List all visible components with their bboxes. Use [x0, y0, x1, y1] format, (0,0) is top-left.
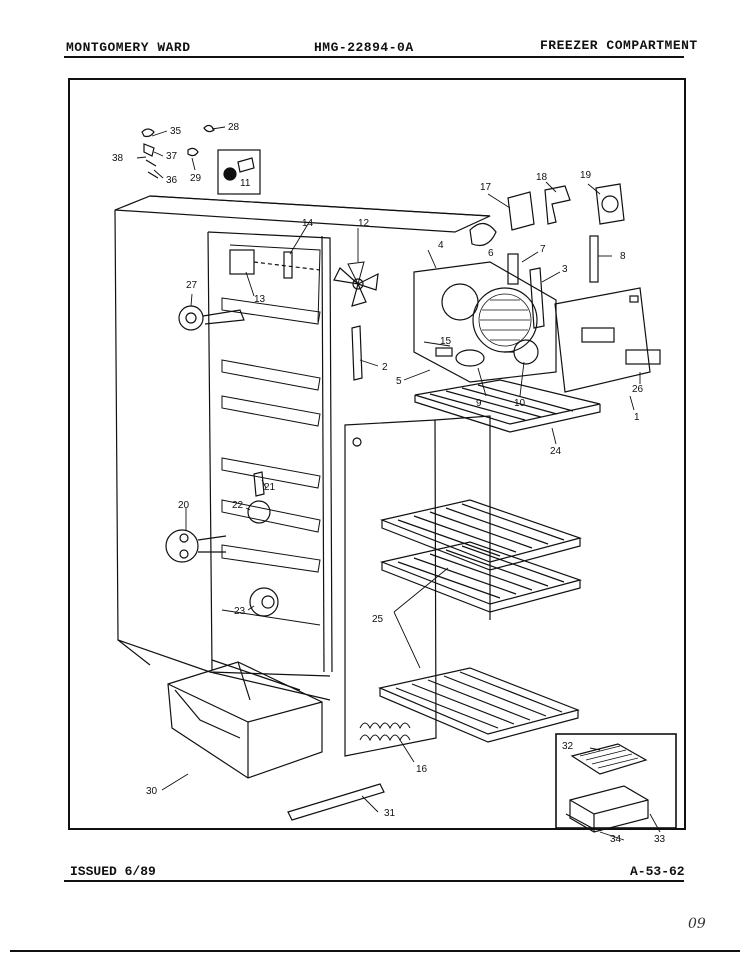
wire-shelf-upper: [379, 499, 583, 571]
callout-29: 29: [190, 173, 202, 184]
callout-leaders: [136, 126, 661, 841]
callout-38: 38: [112, 153, 124, 164]
callout-2: 2: [382, 362, 388, 373]
callout-16: 16: [416, 764, 428, 775]
callout-13: 13: [254, 294, 266, 305]
callout-8: 8: [620, 251, 626, 262]
callout-10: 10: [514, 398, 526, 409]
callout-31: 31: [384, 808, 396, 819]
grille-strip: [287, 783, 385, 821]
inset-box: [555, 733, 677, 833]
header-rule: [64, 56, 684, 58]
callout-22: 22: [232, 500, 244, 511]
callout-27: 27: [186, 280, 198, 291]
fan-blade: [333, 261, 379, 307]
callout-23: 23: [234, 606, 246, 617]
bushing: [249, 587, 279, 617]
callout-15: 15: [440, 336, 452, 347]
callout-33: 33: [654, 834, 666, 845]
fan-motor: [229, 249, 321, 279]
callout-37: 37: [166, 151, 178, 162]
callout-36: 36: [166, 175, 178, 186]
cabinet-liner-rails: [221, 244, 321, 626]
callout-1: 1: [634, 412, 640, 423]
callout-3: 3: [562, 264, 568, 275]
callout-6: 6: [488, 248, 494, 259]
model-number: HMG-22894-0A: [314, 40, 414, 55]
callout-34: 34: [610, 834, 622, 845]
callout-32: 32: [562, 741, 574, 752]
callout-5: 5: [396, 376, 402, 387]
wire-shelf-middle: [379, 541, 583, 613]
callout-25: 25: [372, 614, 384, 625]
evaporator-cover: [413, 261, 557, 383]
callout-19: 19: [580, 170, 592, 181]
section-title: FREEZER COMPARTMENT: [540, 38, 698, 53]
callout-12: 12: [358, 218, 370, 229]
small-parts-right: [469, 183, 625, 329]
ice-bin: [167, 661, 323, 779]
callout-21: 21: [264, 482, 276, 493]
page-reference: A-53-62: [630, 864, 685, 879]
callout-labels: 35 28 38 37 36 29 11 17 18 19 14 12 4 6 …: [112, 122, 666, 845]
light-assembly: [455, 339, 539, 367]
callout-20: 20: [178, 500, 190, 511]
callout-9: 9: [476, 398, 482, 409]
diagram-frame: [68, 78, 686, 830]
wire-shelf-lower: [378, 667, 580, 743]
callout-24: 24: [550, 446, 562, 457]
callout-14: 14: [302, 218, 314, 229]
top-shelf: [414, 379, 601, 433]
callout-11: 11: [240, 178, 251, 189]
small-parts-cluster: [141, 124, 261, 195]
bracket-2: [351, 325, 363, 381]
footer-rule: [64, 880, 684, 882]
bottom-rule: [10, 950, 740, 952]
duct-panel: [554, 287, 661, 393]
callout-30: 30: [146, 786, 158, 797]
callout-17: 17: [480, 182, 492, 193]
callout-28: 28: [228, 122, 240, 133]
callout-7: 7: [540, 244, 546, 255]
hinge-cams: [165, 529, 227, 563]
callout-35: 35: [170, 126, 182, 137]
callout-18: 18: [536, 172, 548, 183]
callout-26: 26: [632, 384, 644, 395]
cabinet-shell: [114, 195, 491, 701]
handwritten-note: 09: [688, 916, 706, 932]
thermostat-knob: [178, 305, 245, 331]
divider-panel: [344, 415, 491, 757]
shelf-glide: [247, 471, 271, 524]
issued-date: ISSUED 6/89: [70, 864, 156, 879]
brand-name: MONTGOMERY WARD: [66, 40, 191, 55]
callout-4: 4: [438, 240, 444, 251]
